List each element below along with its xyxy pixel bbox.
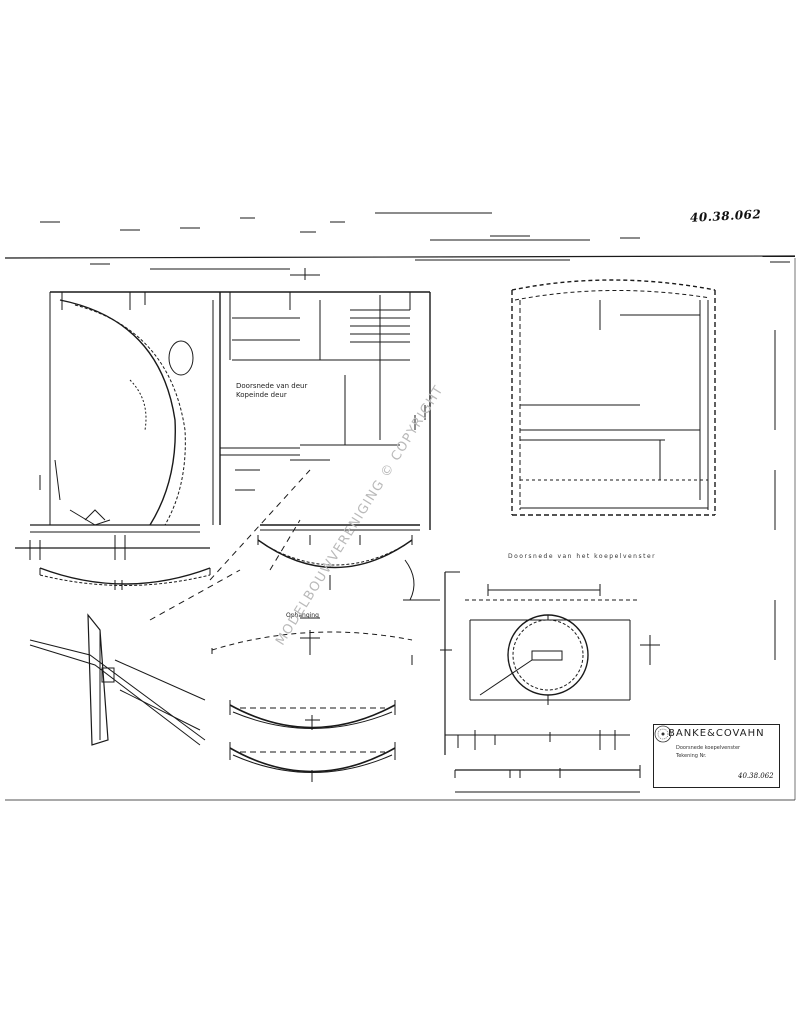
sheet-border (5, 258, 796, 801)
title-block-drawing-number: 40.38.062 (738, 772, 774, 780)
door-detail-label-line2: Kopeinde deur (236, 391, 287, 399)
hatch-plan-view (440, 571, 660, 793)
window-section-view (511, 279, 776, 660)
title-block-description: Doorsnede koepelvenster (676, 745, 741, 751)
suspension-sketch (211, 617, 413, 665)
perspective-detail (29, 569, 241, 746)
title-block-company: BANKE&COVAHN (668, 728, 765, 739)
guide-lines (209, 469, 311, 581)
leaf-spring-top (229, 700, 396, 730)
leaf-spring-bottom (229, 742, 396, 782)
header-lines (4, 212, 796, 270)
door-detail-label: Doorsnede van deur Kopeinde deur (236, 382, 307, 400)
suspension-label: Ophanging (286, 612, 319, 619)
section-markers (290, 268, 545, 793)
floor-profiles (39, 535, 440, 601)
seal-icon (654, 725, 672, 743)
title-block: BANKE&COVAHN Doorsnede koepelvenster Tek… (653, 724, 780, 788)
window-section-caption: Doorsnede van het koepelvenster (508, 553, 657, 560)
cab-section-view (15, 291, 431, 560)
door-detail-label-line1: Doorsnede van deur (236, 382, 308, 390)
title-block-subtitle: Tekening Nr. (676, 753, 707, 759)
